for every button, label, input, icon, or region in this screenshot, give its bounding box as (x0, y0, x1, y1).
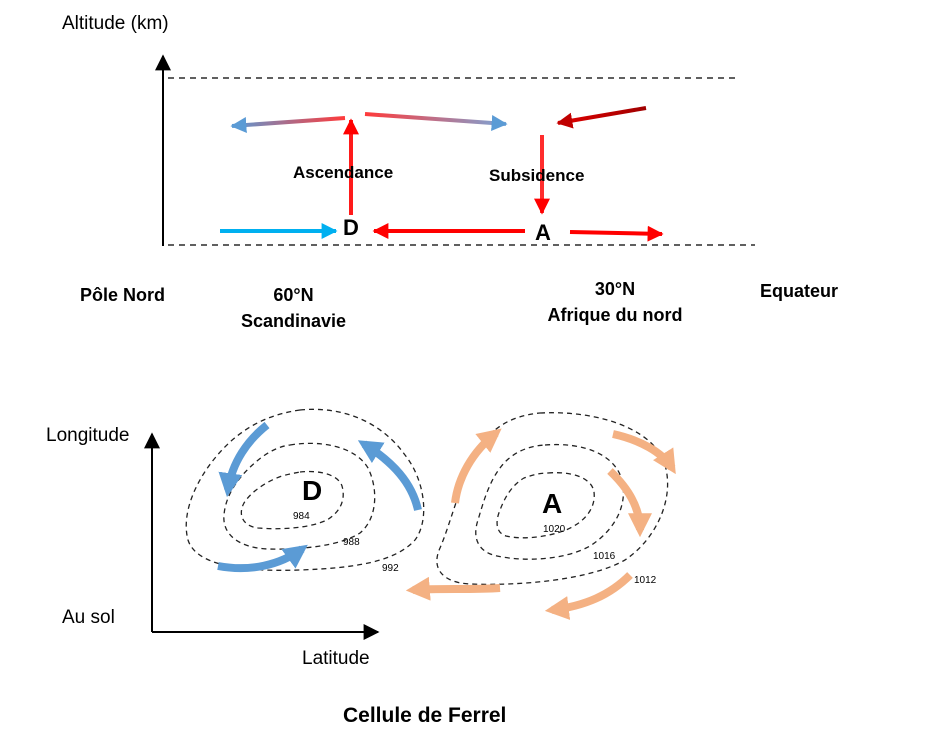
orange-arrow-inner-right (607, 468, 652, 538)
low-circulation-arrows (217, 421, 422, 573)
isobar-label-988: 988 (343, 537, 360, 548)
place-60n: 60°N Scandinavie (226, 282, 361, 334)
upper-flow-west-arrow (230, 116, 346, 133)
high-pressure-letter-bottom: A (542, 488, 563, 519)
place-30n-name: Afrique du nord (547, 305, 683, 325)
blue-arrow-bottom (217, 544, 308, 573)
isobar-label-1016: 1016 (593, 551, 616, 562)
longitude-axis-label: Longitude (46, 425, 130, 446)
isobar-984 (240, 470, 344, 530)
ascendance-label: Ascendance (293, 163, 394, 182)
isobar-label-992: 992 (382, 563, 399, 574)
place-60n-latitude: 60°N (273, 285, 314, 305)
blue-arrow-right (357, 440, 422, 511)
place-equateur: Equateur (760, 281, 839, 301)
isobar-1020 (496, 472, 595, 539)
orange-arrow-left (451, 428, 502, 504)
place-pole-nord: Pôle Nord (80, 285, 166, 305)
altitude-axis-label: Altitude (km) (62, 13, 169, 34)
surface-flow-to-equator-arrow (569, 225, 664, 242)
place-30n: 30°N Afrique du nord (530, 276, 700, 328)
isobar-label-1012: 1012 (634, 575, 657, 586)
blue-arrow-top-left (218, 421, 270, 498)
orange-arrow-bottom-right (544, 572, 633, 620)
caption: Cellule de Ferrel (343, 704, 507, 727)
orange-arrow-top-right (612, 430, 676, 475)
isobar-label-984: 984 (293, 511, 310, 522)
place-30n-latitude: 30°N (594, 279, 636, 299)
isobar-992 (185, 408, 425, 571)
low-pressure-system (185, 408, 425, 571)
low-pressure-letter-bottom: D (302, 475, 323, 506)
ground-label: Au sol (62, 607, 115, 628)
high-circulation-arrows (405, 428, 676, 620)
low-pressure-letter-top: D (343, 215, 359, 240)
place-60n-name: Scandinavie (240, 311, 347, 331)
upper-flow-east-arrow (364, 112, 508, 131)
isobar-label-1020: 1020 (543, 524, 566, 535)
isobar-988 (223, 442, 376, 550)
high-pressure-letter-top: A (535, 220, 551, 245)
orange-arrow-bottom-left (405, 576, 501, 601)
bottom-axes (144, 432, 380, 640)
latitude-axis-label: Latitude (302, 648, 370, 669)
subsidence-label: Subsidence (489, 166, 585, 185)
upper-inflow-arrow (556, 106, 647, 129)
